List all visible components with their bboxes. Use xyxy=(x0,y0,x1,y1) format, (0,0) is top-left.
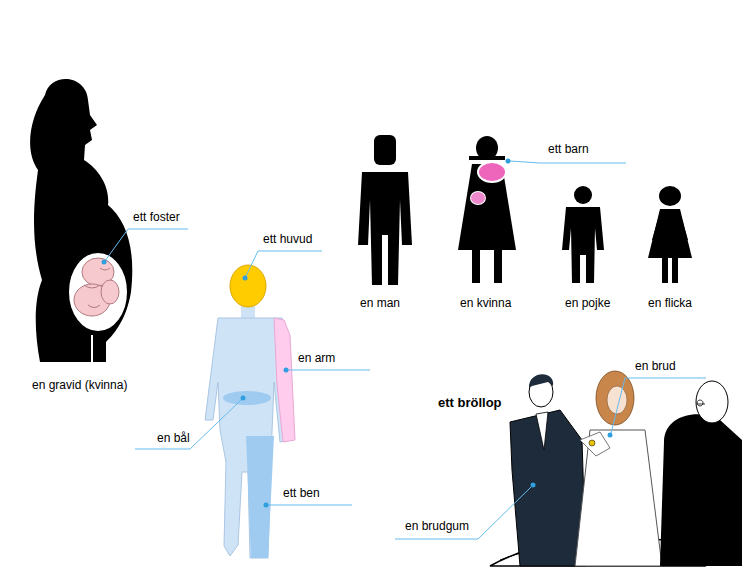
part-label: ett foster xyxy=(133,210,180,224)
body-figure xyxy=(205,265,295,558)
figure-label: en kvinna xyxy=(460,296,511,310)
part-label: en bål xyxy=(157,431,190,445)
part-label: en brud xyxy=(635,359,676,373)
part-label: en brudgum xyxy=(405,519,469,533)
pregnant-silhouette xyxy=(30,79,132,362)
figure-label: en gravid (kvinna) xyxy=(32,378,127,392)
scene-heading: ett bröllop xyxy=(438,396,502,410)
leader-lines xyxy=(105,161,706,539)
part-label: ett ben xyxy=(283,486,320,500)
wedding-scene xyxy=(490,371,742,566)
part-label: en arm xyxy=(298,351,335,365)
leader-dots xyxy=(102,159,613,508)
figure-label: en man xyxy=(360,296,400,310)
pictograms xyxy=(358,135,692,285)
part-label: ett huvud xyxy=(263,232,312,246)
figure-label: en flicka xyxy=(648,296,692,310)
part-label: ett barn xyxy=(548,142,589,156)
figure-label: en pojke xyxy=(565,296,610,310)
